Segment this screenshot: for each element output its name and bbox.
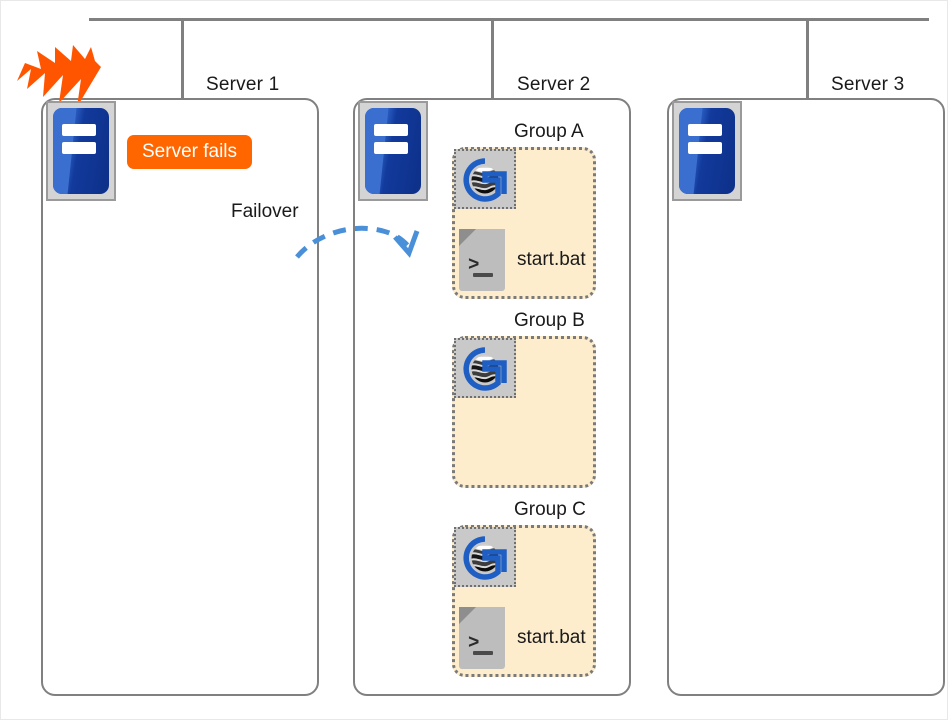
server-drive-slot <box>61 142 96 154</box>
cluster-glyph <box>463 158 507 202</box>
cluster-resource-icon-b <box>454 338 516 398</box>
server-chassis <box>365 108 421 194</box>
network-drop-line-server-1 <box>181 18 184 98</box>
server-enclosure-2[interactable] <box>353 98 631 696</box>
file-fold-corner <box>459 229 476 246</box>
server-appliance-icon-2 <box>358 101 428 201</box>
server-appliance-icon-3 <box>672 101 742 201</box>
server-drive-slot <box>61 124 96 136</box>
server-label-1: Server 1 <box>206 74 280 95</box>
cursor-glyph <box>473 273 493 277</box>
server-enclosure-1[interactable] <box>41 98 319 696</box>
server-chassis <box>679 108 735 194</box>
prompt-glyph: > <box>468 254 480 276</box>
server-appliance-icon-1 <box>46 101 116 201</box>
script-name-a: start.bat <box>517 249 586 270</box>
failure-burst-icon <box>17 45 101 107</box>
bat-file-icon-a: > <box>459 229 505 291</box>
network-bus-line <box>89 18 929 21</box>
failover-label: Failover <box>231 201 299 222</box>
group-label-b: Group B <box>514 310 585 331</box>
server-label-3: Server 3 <box>831 74 905 95</box>
server-enclosure-3[interactable] <box>667 98 945 696</box>
bat-file-icon-c: > <box>459 607 505 669</box>
script-row-c[interactable]: > start.bat <box>459 607 586 669</box>
server-drive-slot <box>687 142 722 154</box>
cluster-glyph <box>463 347 507 391</box>
server-label-2: Server 2 <box>517 74 591 95</box>
status-badge-server-fails: Server fails <box>127 135 253 169</box>
network-drop-line-server-3 <box>806 18 809 98</box>
cluster-resource-icon-c <box>454 527 516 587</box>
server-chassis <box>53 108 109 194</box>
script-row-a[interactable]: > start.bat <box>459 229 586 291</box>
prompt-glyph: > <box>468 632 480 654</box>
file-fold-corner <box>459 607 476 624</box>
cluster-glyph <box>463 536 507 580</box>
server-drive-slot <box>373 124 408 136</box>
failover-arrow <box>295 225 420 259</box>
cursor-glyph <box>473 651 493 655</box>
server-drive-slot <box>687 124 722 136</box>
server-drive-slot <box>373 142 408 154</box>
group-label-a: Group A <box>514 121 584 142</box>
script-name-c: start.bat <box>517 627 586 648</box>
cluster-resource-icon-a <box>454 149 516 209</box>
network-drop-line-server-2 <box>491 18 494 98</box>
group-label-c: Group C <box>514 499 586 520</box>
